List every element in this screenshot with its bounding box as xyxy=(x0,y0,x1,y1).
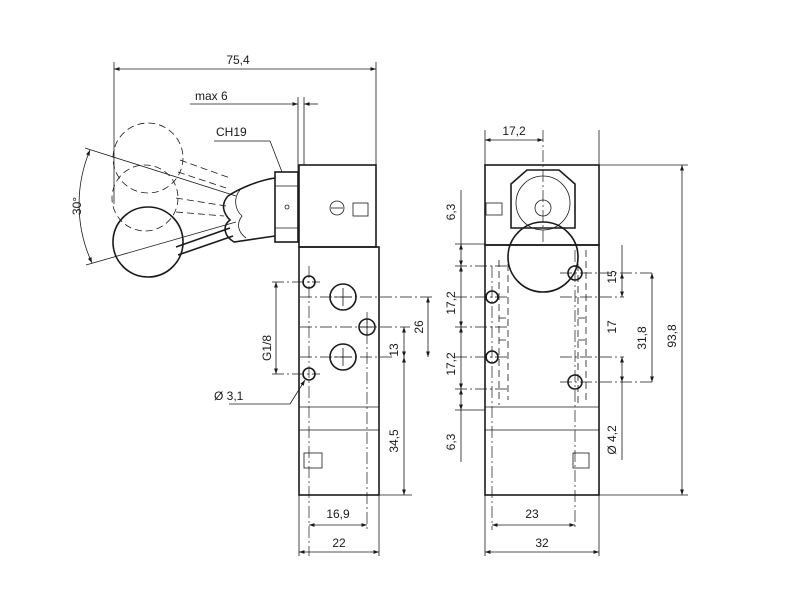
front-body xyxy=(484,244,600,496)
lever-ball xyxy=(112,206,184,278)
bellows-boot xyxy=(222,177,276,243)
valve-body xyxy=(298,246,380,496)
dim-knob-width: 17,2 xyxy=(502,124,526,138)
dim-port-spacing-b: 13 xyxy=(387,343,401,357)
hex-nut xyxy=(274,171,299,243)
dim-body-width-side: 22 xyxy=(332,536,346,550)
dim-mid-c: 31,8 xyxy=(635,326,649,350)
dim-top-offset: 6,3 xyxy=(444,203,458,220)
dim-bottom-offset: 6,3 xyxy=(444,433,458,450)
dim-overall-height: 93,8 xyxy=(665,324,679,348)
front-view xyxy=(455,130,688,556)
dim-port-height: 34,5 xyxy=(387,429,401,453)
dim-max-stroke: max 6 xyxy=(195,89,228,103)
dim-port-spacing-a: 26 xyxy=(412,320,426,334)
front-hex-nut xyxy=(510,169,576,229)
dim-lever-angle: 30° xyxy=(70,197,84,215)
side-view xyxy=(78,62,432,556)
dim-pitch-lower: 17,2 xyxy=(444,352,458,376)
dim-overall-width: 75,4 xyxy=(226,53,250,67)
dim-mount-hole-side: Ø 3,1 xyxy=(214,389,244,403)
dim-port-thread: G1/8 xyxy=(260,335,274,361)
dim-mount-hole-front: Ø 4,2 xyxy=(605,425,619,455)
dim-wrench-size: CH19 xyxy=(216,125,247,139)
lever-arm xyxy=(175,227,234,256)
dim-hole-spacing-side: 16,9 xyxy=(326,507,350,521)
dim-mid-b: 17 xyxy=(605,320,619,334)
dim-hole-spacing-front: 23 xyxy=(525,507,539,521)
valve-head xyxy=(298,164,377,248)
dim-body-width-front: 32 xyxy=(535,536,549,550)
dim-mid-a: 15 xyxy=(605,270,619,284)
dim-pitch-upper: 17,2 xyxy=(444,291,458,315)
